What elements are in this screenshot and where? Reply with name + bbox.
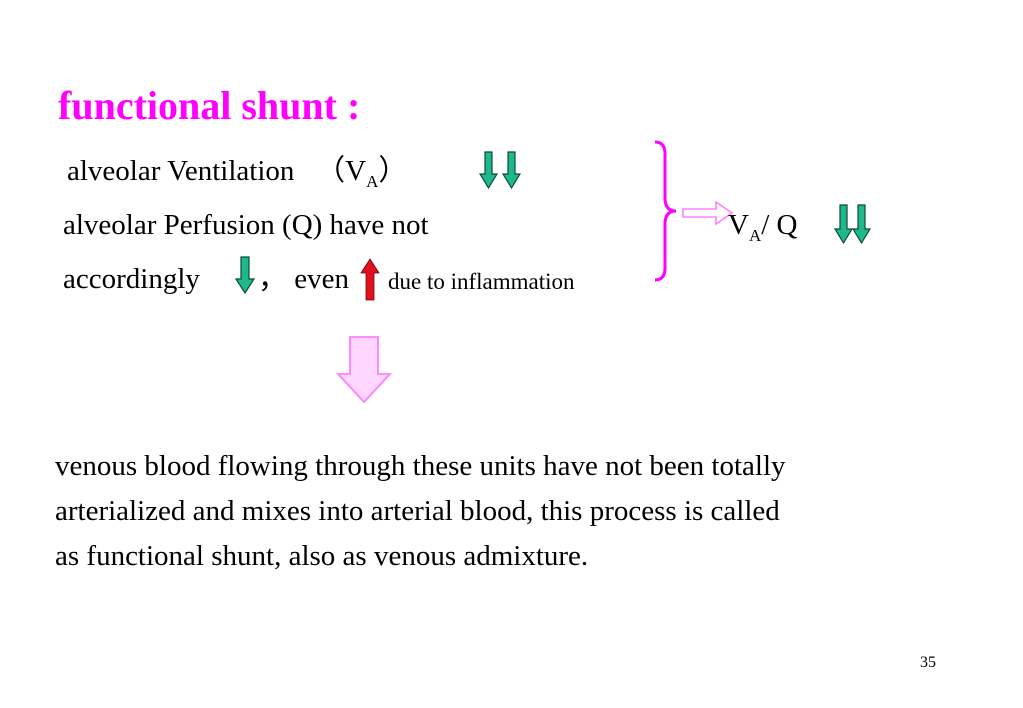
ventilation-subscript: A (366, 172, 379, 191)
definition-paragraph: venous blood flowing through these units… (55, 444, 786, 579)
paragraph-line: venous blood flowing through these units… (55, 450, 786, 482)
curly-brace-icon (654, 140, 677, 282)
double-down-arrow-icon (833, 204, 872, 245)
ventilation-text: alveolar Ventilation （V (67, 155, 367, 187)
ventilation-close: ） (378, 155, 408, 187)
paragraph-line: arterialized and mixes into arterial blo… (55, 495, 780, 527)
line-accordingly: accordingly (63, 265, 200, 294)
ratio-q: / Q (761, 209, 798, 241)
double-down-arrow-icon (478, 151, 522, 190)
line-alveolar-ventilation: alveolar Ventilation （VA） (67, 155, 408, 191)
right-arrow-icon (682, 200, 734, 226)
paragraph-line: as functional shunt, also as venous admi… (55, 540, 589, 572)
even-text: ， even (258, 263, 349, 295)
ratio-subscript: A (748, 226, 762, 245)
accordingly-text: accordingly (63, 263, 200, 295)
slide-title: functional shunt : (58, 83, 361, 128)
inflammation-text: due to inflammation (388, 269, 575, 294)
page-number: 35 (920, 654, 936, 671)
ratio-v: V (728, 209, 749, 241)
ratio-expression: VA/ Q (728, 209, 798, 245)
down-arrow-icon (234, 256, 256, 295)
large-down-arrow-icon (335, 336, 393, 404)
up-arrow-icon (360, 258, 380, 301)
line-alveolar-perfusion: alveolar Perfusion (Q) have not (63, 209, 429, 241)
